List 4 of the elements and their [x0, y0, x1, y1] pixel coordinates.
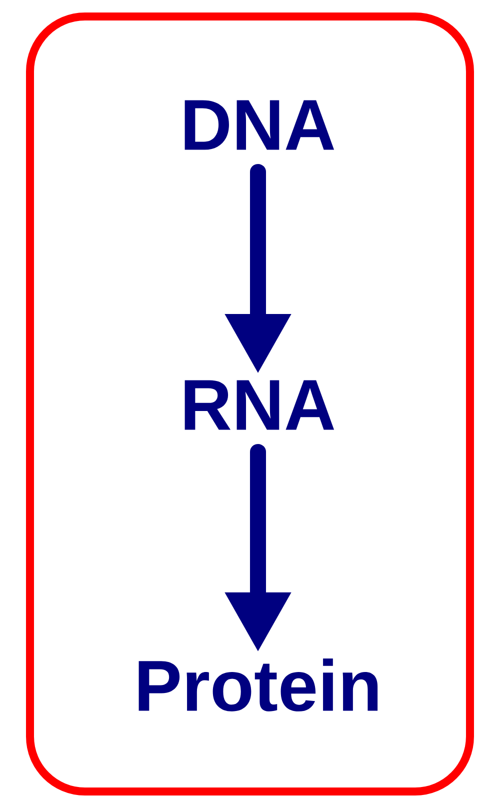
term-label: DNA	[184, 100, 334, 150]
frame-box	[26, 12, 474, 796]
term-label: Protein	[138, 658, 378, 712]
term-label: RNA	[184, 380, 334, 430]
